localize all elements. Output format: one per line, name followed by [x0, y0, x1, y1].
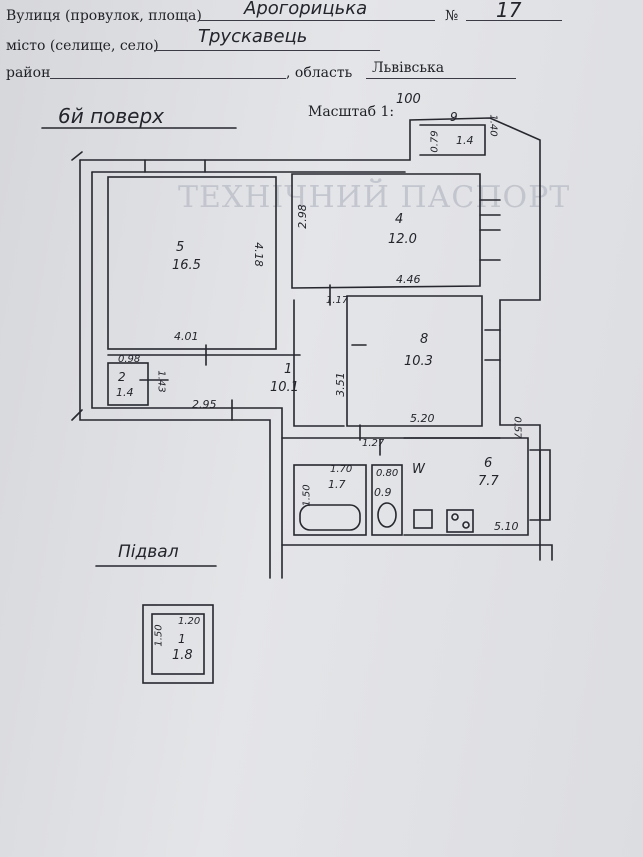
scale-label: Масштаб 1: [308, 104, 395, 120]
window-kitchen [529, 449, 551, 521]
dim-446: 4.46 [396, 273, 421, 286]
scale-value: 100 [396, 92, 421, 107]
street-underline [198, 20, 435, 21]
left-wall-inner [91, 171, 283, 579]
stove-burner-1 [451, 513, 459, 521]
corridor-line-2 [293, 299, 345, 427]
floor-note: 6й поверх [58, 104, 165, 128]
arrow-top-left [71, 151, 83, 421]
dim-295: 2.95 [192, 398, 217, 411]
district-underline [50, 78, 286, 79]
room-9-number: 9 [450, 110, 458, 124]
bathroom-outline [293, 464, 367, 536]
basement-label: Підвал [118, 542, 179, 562]
room-1-area: 10.1 [270, 380, 299, 395]
stove-shape [446, 509, 474, 533]
basement-dim-a: 1.20 [178, 616, 201, 627]
city-label: місто (селище, село) [6, 38, 159, 54]
oblast-value: Львівська [372, 60, 445, 76]
street-label: Вулиця (провулок, площа) [6, 8, 202, 24]
room-2-number: 2 [118, 370, 126, 384]
room-6-outline [403, 437, 529, 536]
room-6-area: 7.7 [478, 474, 499, 489]
room-5-outline [107, 176, 277, 350]
window-top [144, 159, 206, 173]
basement-room-inner [151, 613, 205, 675]
number-underline [466, 20, 562, 21]
room-1-number: 1 [284, 362, 293, 377]
room-4-outline [291, 173, 481, 289]
dim-520: 5.20 [410, 412, 435, 425]
wc-outline [371, 464, 403, 536]
basement-room-outer [142, 604, 214, 684]
dim-143: 1.43 [155, 370, 167, 393]
stove-burner-2 [462, 521, 470, 529]
toilet-shape [377, 502, 397, 528]
wc-area: 0.9 [374, 486, 392, 499]
city-value: Трускавець [198, 26, 308, 47]
dim-351: 3.51 [333, 372, 347, 397]
dim-079: 0.79 [429, 130, 441, 153]
room-9-outline [419, 124, 486, 156]
room-2-outline [107, 362, 149, 406]
dim-117: 1.17 [326, 295, 349, 306]
window-marks-right [479, 199, 501, 361]
number-value: 17 [496, 0, 522, 22]
oblast-label: , область [286, 65, 353, 81]
sink-shape [413, 509, 433, 529]
oblast-underline [366, 78, 516, 79]
dim-510: 5.10 [494, 520, 519, 533]
street-value: Арогорицька [244, 0, 368, 19]
basement-room-area: 1.8 [172, 648, 193, 663]
dim-298: 2.98 [295, 204, 309, 229]
wc-letter: W [412, 462, 425, 477]
dim-098: 0.98 [118, 354, 141, 365]
room-2-area: 1.4 [116, 386, 134, 399]
left-wall [79, 159, 271, 579]
basement-room-number: 1 [178, 632, 186, 646]
dimension-ticks [139, 284, 381, 456]
room-5-number: 5 [176, 240, 185, 255]
basement-dim-b: 1.50 [153, 624, 165, 647]
room-6-number: 6 [484, 456, 493, 471]
outer-wall [79, 117, 541, 561]
room-5-area: 16.5 [172, 258, 201, 273]
dim-401: 4.01 [174, 330, 199, 343]
city-underline [154, 50, 380, 51]
dim-080: 0.80 [376, 468, 399, 479]
dim-140: 1.40 [487, 114, 499, 137]
room-8-number: 8 [420, 332, 429, 347]
district-label: район [6, 65, 51, 81]
dim-057: 0.57 [511, 416, 523, 439]
room-3-area: 1.7 [328, 478, 346, 491]
room-8-area: 10.3 [404, 354, 433, 369]
watermark-title: ТЕХНІЧНИЙ ПАСПОРТ [178, 180, 571, 215]
room-8-outline [346, 295, 483, 427]
room-4-number: 4 [395, 212, 404, 227]
number-label: № [445, 8, 459, 24]
bathtub-shape [299, 504, 361, 531]
dim-170: 1.70 [330, 464, 353, 475]
room-9-area: 1.4 [456, 134, 474, 147]
bottom-wall [281, 544, 553, 561]
dim-150: 1.50 [301, 484, 313, 507]
dim-418: 4.18 [251, 242, 265, 267]
room-4-area: 12.0 [388, 232, 417, 247]
dim-127: 1.27 [362, 438, 385, 449]
